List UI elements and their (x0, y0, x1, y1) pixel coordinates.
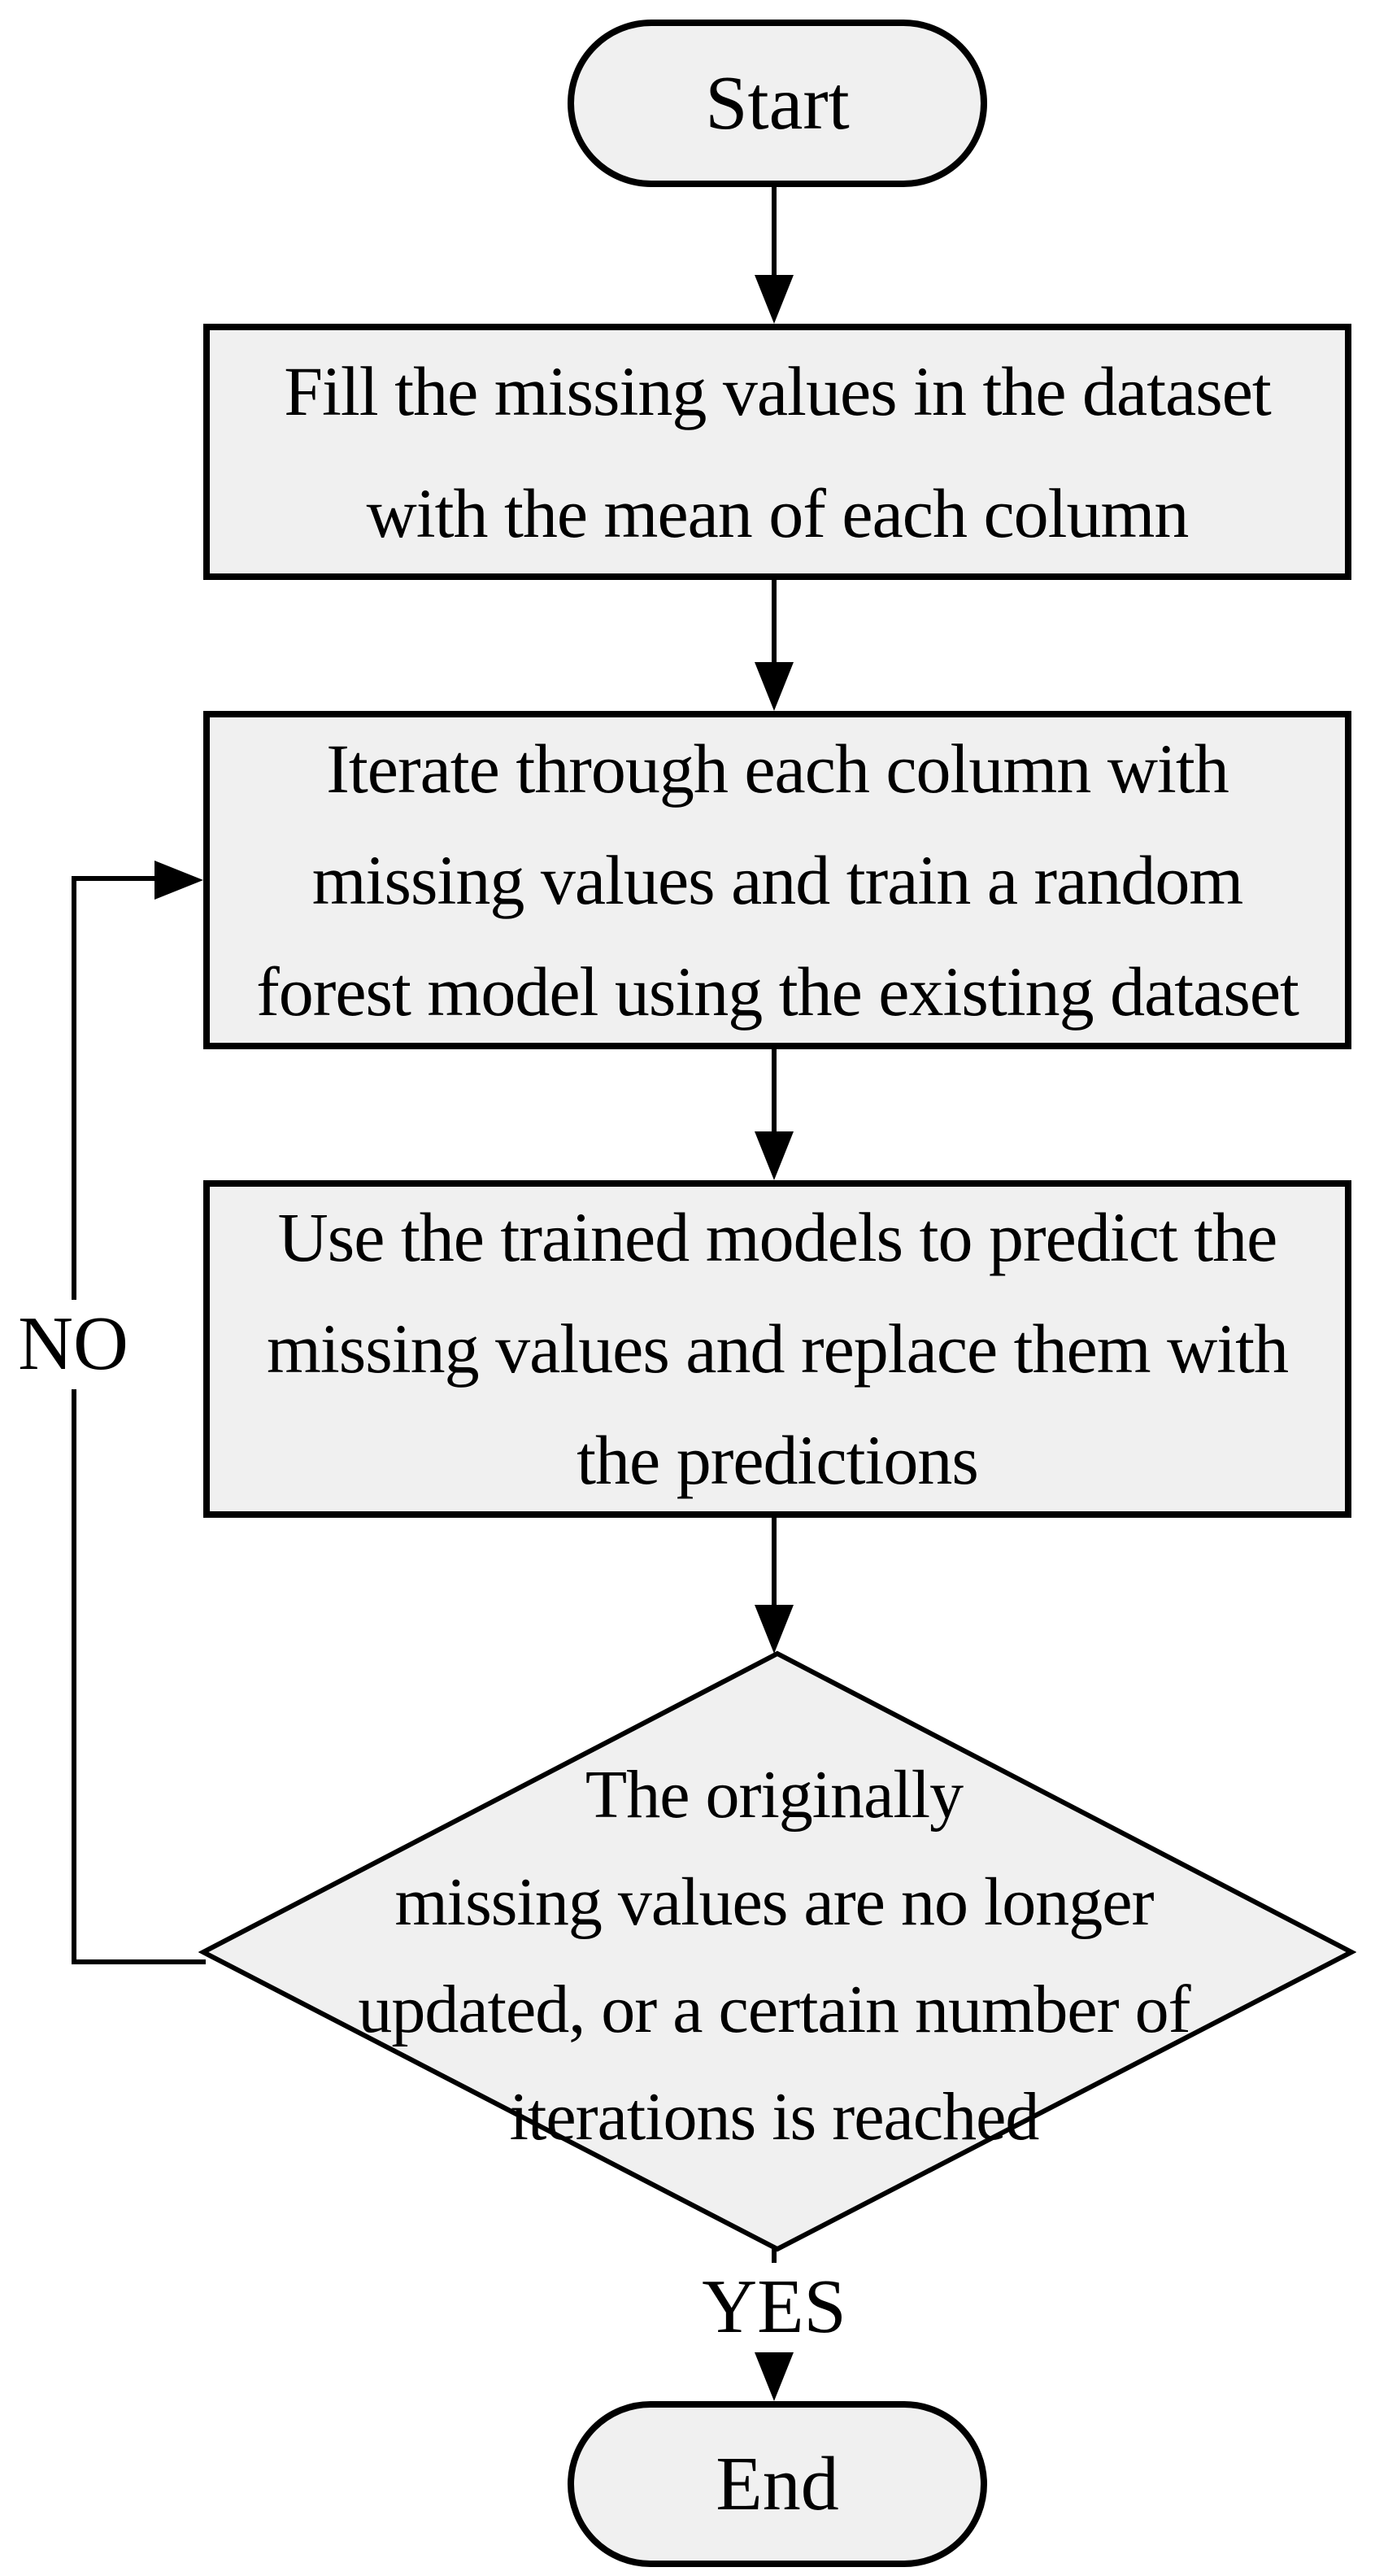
no-loop-line-top (72, 876, 165, 881)
no-loop-line-vertical (72, 878, 76, 1964)
arrow-line-fill-to-iterate (772, 580, 777, 669)
end-label: End (716, 2442, 839, 2526)
start-node: Start (568, 20, 987, 187)
process-text-line: with the mean of each column (366, 473, 1190, 552)
decision-diamond (198, 1650, 1356, 2252)
process-train-random-forest-node: Iterate through each column with missing… (203, 711, 1351, 1049)
decision-text-line: updated, or a certain number of (358, 1972, 1190, 2047)
edge-label-yes: YES (685, 2263, 864, 2354)
arrowhead-down-icon (755, 1605, 794, 1654)
process-text-line: the predictions (577, 1421, 979, 1499)
process-text-line: Fill the missing values in the dataset (284, 351, 1272, 430)
arrow-line-iterate-to-predict (772, 1049, 777, 1139)
decision-text-line: missing values are no longer (394, 1864, 1154, 1940)
process-text-line: missing values and train a random (311, 840, 1243, 919)
no-loop-line-bottom (72, 1959, 206, 1964)
decision-text: The originally missing values are no lon… (270, 1741, 1278, 2171)
arrowhead-down-icon (755, 1131, 794, 1180)
arrow-line-predict-to-decision (772, 1518, 777, 1611)
start-label: Start (705, 61, 850, 146)
edge-label-no: NO (5, 1300, 141, 1389)
process-text-line: Use the trained models to predict the (277, 1198, 1278, 1276)
end-node: End (568, 2401, 987, 2567)
arrow-line-start-to-fill (772, 187, 777, 283)
decision-text-line: The originally (585, 1757, 964, 1833)
process-text-line: Iterate through each column with (326, 729, 1229, 808)
arrowhead-right-icon (154, 861, 203, 900)
decision-diamond-shape (198, 1650, 1356, 2252)
process-predict-replace-node: Use the trained models to predict the mi… (203, 1180, 1351, 1518)
arrowhead-down-icon (755, 275, 794, 324)
process-fill-missing-node: Fill the missing values in the dataset w… (203, 324, 1351, 580)
arrowhead-down-icon (755, 662, 794, 711)
process-text-line: missing values and replace them with (266, 1310, 1289, 1388)
decision-text-line: iterations is reached (509, 2079, 1040, 2155)
arrowhead-down-icon (755, 2352, 794, 2401)
process-text-line: forest model using the existing dataset (256, 952, 1299, 1031)
